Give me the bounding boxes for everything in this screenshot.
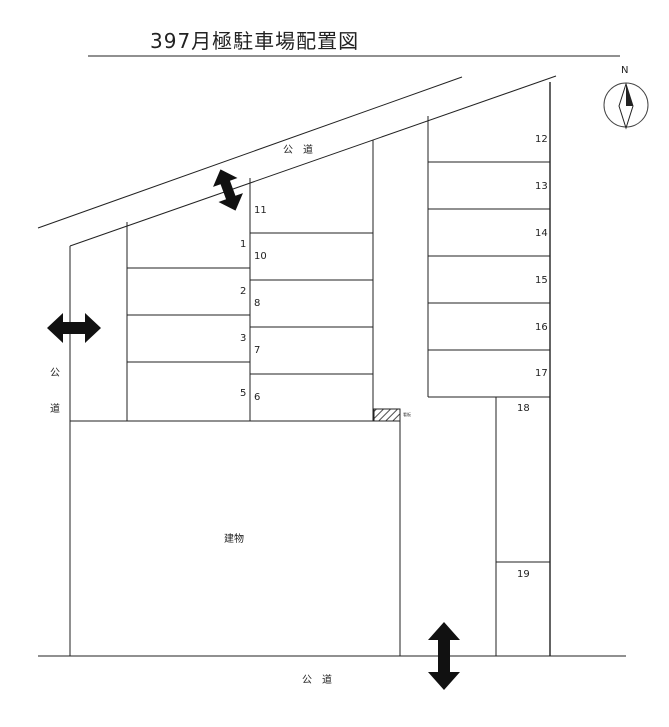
- top-entrance-arrow-icon: [213, 169, 243, 211]
- road-top-label: 公 道: [283, 143, 313, 156]
- bottom-entrance-arrow-icon: [428, 622, 460, 690]
- space-18-label: 18: [517, 403, 530, 414]
- compass: N: [603, 65, 649, 130]
- road-top-edge: [37, 76, 463, 229]
- space-11-label: 11: [254, 205, 267, 216]
- page-title: 397月極駐車場配置図: [150, 29, 359, 53]
- space-6-label: 6: [254, 392, 260, 403]
- road-left-label-2: 道: [50, 402, 60, 415]
- road-left-label-1: 公: [50, 368, 60, 379]
- space-3-label: 3: [240, 333, 246, 344]
- left-entrance-arrow-icon: [47, 313, 101, 343]
- space-17-label: 17: [535, 368, 548, 379]
- space-10-label: 10: [254, 251, 267, 262]
- space-15-label: 15: [535, 275, 548, 286]
- space-19-label: 19: [517, 569, 530, 580]
- sign-marker: [373, 408, 401, 422]
- space-8-label: 8: [254, 298, 260, 309]
- compass-north-label: N: [621, 65, 628, 76]
- space-5-label: 5: [240, 388, 246, 399]
- space-12-label: 12: [535, 134, 548, 145]
- building-outline: [69, 420, 401, 657]
- compass-needle-north-icon: [626, 84, 633, 106]
- space-7-label: 7: [254, 345, 260, 356]
- building-label: 建物: [224, 532, 244, 545]
- space-2-label: 2: [240, 286, 246, 297]
- road-bottom-label: 公 道: [302, 673, 332, 686]
- sign-label: 看板: [403, 411, 411, 417]
- space-16-label: 16: [535, 322, 548, 333]
- space-1-label: 1: [240, 239, 246, 250]
- space-13-label: 13: [535, 181, 548, 192]
- lot-top-edge: [69, 75, 557, 247]
- space-14-label: 14: [535, 228, 548, 239]
